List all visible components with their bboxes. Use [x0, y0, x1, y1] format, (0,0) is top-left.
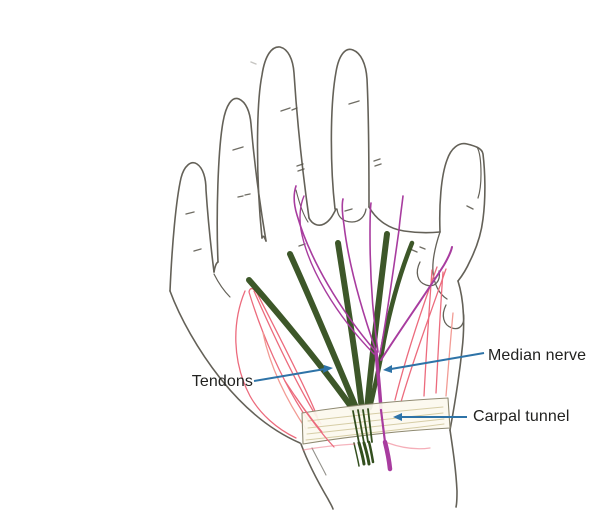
annotation-arrows — [253, 352, 485, 421]
thenar-muscle-line-5 — [445, 312, 454, 397]
hypothenar-muscle-line-3 — [262, 332, 307, 430]
label-median-nerve: Median nerve — [488, 347, 587, 364]
hand-outline-group — [169, 46, 486, 510]
label-carpal-tunnel: Carpal tunnel — [473, 408, 570, 425]
nerve-below-tunnel — [382, 439, 393, 472]
palm-left-edge — [169, 290, 301, 444]
wrist-right-edge — [449, 429, 458, 508]
thumb-outline — [438, 142, 486, 282]
tendon-4 — [364, 231, 390, 413]
median-nerve — [293, 185, 453, 412]
nerve-branch-4 — [379, 195, 404, 355]
thumb-knuckle-crease-2 — [442, 304, 465, 330]
thenar-muscle-line-4 — [394, 266, 438, 401]
nerve-branch-2 — [341, 198, 377, 352]
tendons — [246, 231, 415, 413]
pinky-ring-web — [213, 261, 219, 273]
pinky-finger-outline — [169, 162, 215, 292]
thenar-muscle-line-3 — [400, 268, 447, 403]
tendon-2 — [287, 251, 360, 413]
nerve-branch-3 — [369, 202, 379, 353]
label-tendons: Tendons — [191, 373, 253, 390]
carpal-tunnel-band — [284, 380, 451, 472]
hypothenar-muscle-line-2 — [253, 290, 322, 425]
wrist-crease-pink-lines — [284, 380, 431, 451]
ring-finger-outline — [216, 97, 267, 263]
hypothenar-muscle-loop — [248, 287, 319, 427]
middle-finger-outline — [256, 46, 310, 239]
pinky-base-inner-line — [213, 273, 231, 298]
tendons-through-tunnel — [352, 408, 373, 444]
middle-finger-inner-line — [295, 189, 309, 223]
index-finger-base-crease — [336, 208, 367, 223]
tendons-below-tunnel — [353, 440, 375, 467]
carpal-tunnel-arrow — [393, 413, 467, 421]
hypothenar-muscle-line — [235, 290, 297, 439]
tendons-arrow — [253, 365, 333, 382]
median-nerve-arrow — [383, 352, 485, 373]
palm-right-edge — [449, 280, 465, 431]
tendon-3 — [335, 240, 365, 413]
finger-crease-dashes — [185, 61, 474, 253]
middle-index-web — [308, 208, 337, 226]
thumb-inner-web — [432, 231, 448, 300]
nerve-branch-1 — [293, 185, 377, 353]
nerve-branch-1b — [299, 195, 375, 355]
thumb-nail-line — [476, 146, 482, 199]
index-finger-outline — [330, 48, 370, 210]
wrist-left-inner-line — [311, 447, 327, 476]
nerve-through-tunnel — [379, 408, 387, 444]
thumb-knuckle-crease-1 — [416, 261, 441, 287]
tendon-1 — [246, 277, 355, 411]
wrist-left-edge — [300, 443, 334, 510]
thenar-muscle-line-2 — [435, 271, 444, 394]
nerve-branch-thumb — [380, 246, 453, 361]
index-thumb-web — [368, 206, 441, 234]
tendon-5 — [367, 240, 415, 411]
